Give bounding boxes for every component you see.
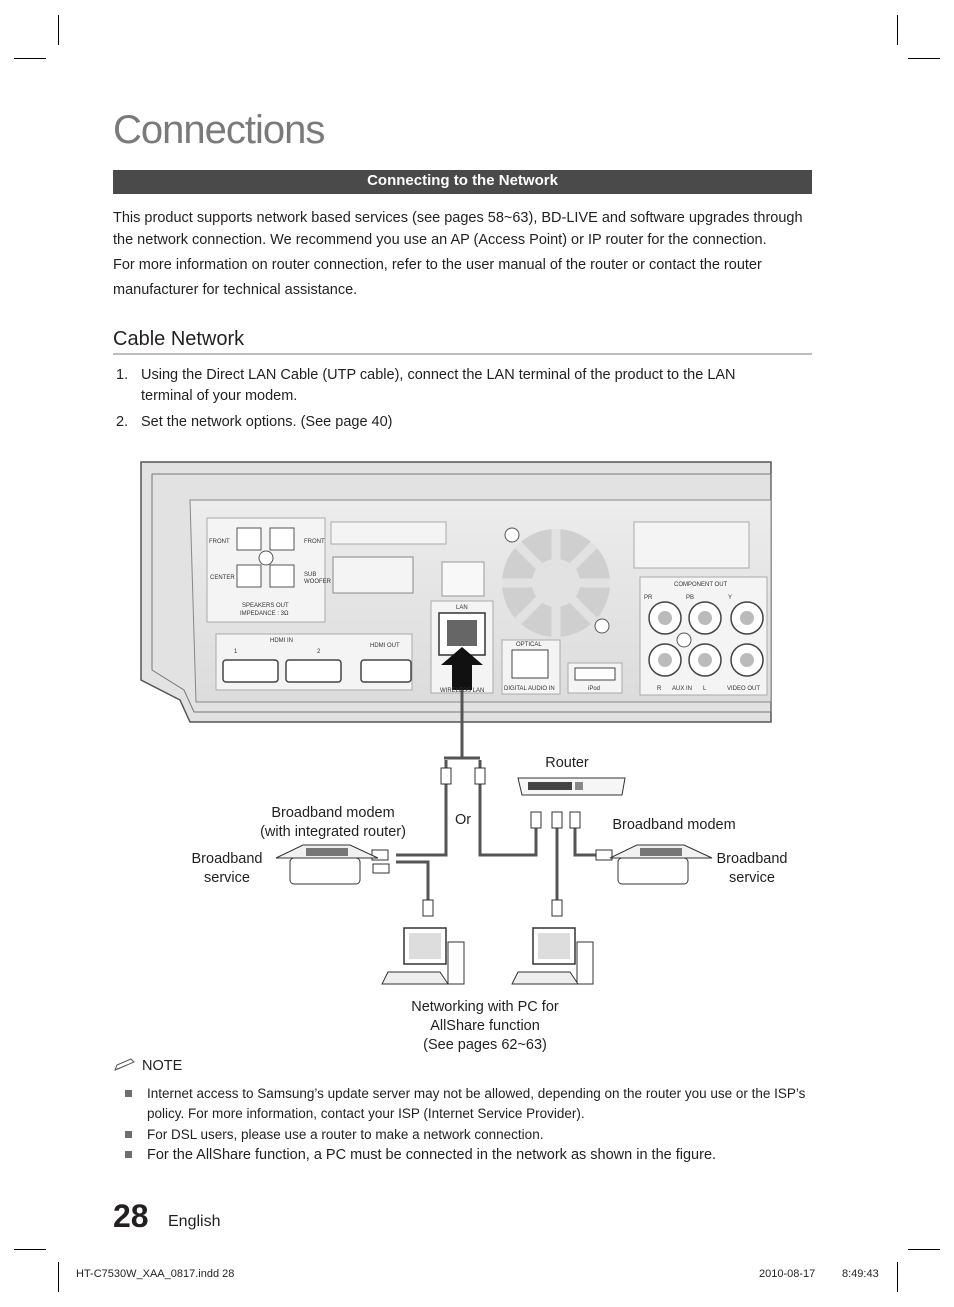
page-title: Connections — [113, 108, 325, 152]
note-text: For DSL users, please use a router to ma… — [147, 1127, 544, 1142]
device-back-panel — [140, 461, 772, 723]
note-text: Internet access to Samsung’s update serv… — [147, 1086, 806, 1121]
broadband-service-right-line1: Broadband — [716, 851, 788, 867]
note-heading: NOTE — [142, 1058, 183, 1074]
modem-left — [275, 844, 379, 885]
panel-hdmi-in-label: HDMI IN — [270, 638, 293, 644]
note-item: For the AllShare function, a PC must be … — [125, 1145, 805, 1165]
broadband-service-left-line2: service — [204, 870, 250, 886]
crop-mark — [908, 1249, 940, 1250]
panel-front-l-label: FRONT — [304, 539, 325, 545]
step-text: Set the network options. (See page 40) — [141, 414, 393, 430]
panel-center-label: CENTER — [210, 575, 235, 581]
router-label: Router — [545, 755, 589, 771]
note-item: For DSL users, please use a router to ma… — [125, 1125, 805, 1145]
modem-right — [609, 844, 713, 885]
panel-ipod-label: iPod — [588, 686, 600, 692]
panel-impedance-label: IMPEDANCE : 3Ω — [240, 611, 289, 617]
modem-label: Broadband modem — [612, 817, 736, 833]
section-title: Connecting to the Network — [113, 170, 812, 194]
lan-arrow — [441, 647, 483, 690]
panel-woofer-label: WOOFER — [304, 579, 332, 585]
crop-mark — [14, 58, 46, 59]
footer-date: 2010-08-17 — [759, 1268, 816, 1280]
intro-paragraph-1: This product supports network based serv… — [113, 210, 803, 248]
panel-hdmi-out-label: HDMI OUT — [370, 643, 400, 649]
pencil-icon — [114, 1058, 135, 1071]
or-label: Or — [454, 812, 472, 828]
step-number: 2. — [116, 414, 129, 430]
page-language: English — [168, 1213, 221, 1230]
crop-mark — [58, 1262, 59, 1292]
panel-y-label: Y — [728, 595, 732, 601]
step-item: 1. Using the Direct LAN Cable (UTP cable… — [113, 365, 793, 407]
panel-lan-label: LAN — [456, 605, 468, 611]
panel-hdmi-2-label: 2 — [317, 649, 321, 655]
crop-mark — [897, 15, 898, 45]
broadband-service-left-line1: Broadband — [191, 851, 263, 867]
pc-label-line3: (See pages 62~63) — [423, 1037, 547, 1053]
pc-left — [381, 927, 465, 985]
panel-l-label: L — [703, 686, 707, 692]
panel-video-out-label: VIDEO OUT — [727, 686, 760, 692]
panel-hdmi-1-label: 1 — [234, 649, 238, 655]
panel-speakers-out-label: SPEAKERS OUT — [242, 603, 289, 609]
bullet-icon — [125, 1131, 132, 1138]
note-item: Internet access to Samsung’s update serv… — [125, 1084, 805, 1124]
subsection-rule — [113, 353, 812, 355]
panel-pr-label: PR — [644, 595, 653, 601]
pc-label-line2: AllShare function — [430, 1018, 540, 1034]
broadband-service-right-line2: service — [729, 870, 775, 886]
panel-aux-in-label: AUX IN — [672, 686, 692, 692]
pc-right — [511, 927, 594, 985]
step-item: 2. Set the network options. (See page 40… — [113, 412, 793, 433]
crop-mark — [897, 1262, 898, 1292]
bullet-icon — [125, 1090, 132, 1097]
modem-integrated-label-line1: Broadband modem — [271, 805, 395, 821]
panel-optical-label: OPTICAL — [516, 642, 542, 648]
fan-vent — [502, 529, 610, 637]
intro-paragraph-2: For more information on router connectio… — [113, 257, 762, 298]
panel-component-out-label: COMPONENT OUT — [674, 582, 728, 588]
modem-integrated-label-line2: (with integrated router) — [260, 824, 406, 840]
panel-pb-label: PB — [686, 595, 694, 601]
pc-label-line1: Networking with PC for — [411, 999, 559, 1015]
step-text: Using the Direct LAN Cable (UTP cable), … — [141, 367, 736, 404]
footer-time: 8:49:43 — [842, 1268, 879, 1280]
crop-mark — [14, 1249, 46, 1250]
step-number: 1. — [116, 367, 129, 383]
panel-front-r-label: FRONT — [209, 539, 230, 545]
panel-r-label: R — [657, 686, 662, 692]
note-text: For the AllShare function, a PC must be … — [147, 1147, 717, 1163]
router-device — [517, 777, 626, 796]
footer-filename: HT-C7530W_XAA_0817.indd 28 — [76, 1268, 235, 1280]
bullet-icon — [125, 1151, 132, 1158]
panel-digital-audio-in-label: DIGITAL AUDIO IN — [504, 686, 555, 692]
crop-mark — [58, 15, 59, 45]
page-number: 28 — [113, 1198, 149, 1234]
panel-sub-label: SUB — [304, 572, 316, 578]
crop-mark — [908, 58, 940, 59]
subsection-title: Cable Network — [113, 328, 245, 350]
panel-wireless-lan-label: WIRELESS LAN — [440, 688, 484, 694]
